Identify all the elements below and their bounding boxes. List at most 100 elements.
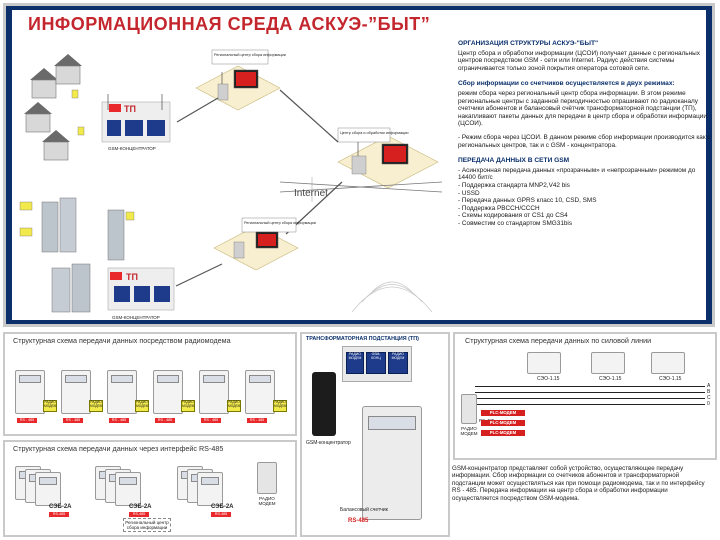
phase-line-b [475, 392, 705, 393]
gsm-item: - USSD [458, 189, 480, 197]
gsm-item: - Поддержка стандарта MNP2,V42 bis [458, 181, 570, 189]
tp-block-top [101, 94, 171, 143]
rs485-meter-label: СЭБ-2А [129, 504, 152, 510]
panel-radio-modem: Структурная схема передачи данных посред… [3, 332, 297, 436]
region-center-bottom [213, 217, 299, 271]
panel-power-title: Структурная схема передачи данных по сил… [465, 336, 652, 345]
top-left-bar [6, 6, 12, 324]
gsm-item: - Поддержка PBCCH/CCCH [458, 204, 540, 212]
footer-description: GSM-концентратор представляет собой устр… [452, 465, 705, 502]
houses-group-top [24, 54, 85, 161]
radio-waves [351, 281, 433, 313]
rs485-tag: RS-485 [129, 512, 149, 517]
bottom-bar [6, 320, 712, 324]
radio-rs-tag: RS - 485 [109, 418, 129, 423]
gsm-item: - Передача данных GPRS класс 10, CSD, SM… [458, 197, 597, 205]
ssd-label-2: СЭО-1.15 [599, 376, 622, 382]
radio-rs-tag: RS - 485 [17, 418, 37, 423]
region-label-bottom: Региональный центр сбора информации [244, 221, 316, 225]
rs485-meter [35, 472, 61, 506]
rs485-radio-label: РАДИО МОДЕМ [258, 496, 276, 506]
collect-body-2: - Режим сбора через ЦСОИ. В данном режим… [458, 133, 711, 149]
radio-meter [107, 370, 137, 414]
radio-meter [153, 370, 183, 414]
tp-rs485-label: RS-485 [348, 518, 369, 524]
power-meter-2 [591, 352, 625, 374]
power-radio-label: РАДИО МОДЕМ [460, 426, 478, 436]
phase-line-a [475, 386, 705, 387]
power-meter-1 [527, 352, 561, 374]
ssd-label-3: СЭО-1.15 [659, 376, 682, 382]
gsm-device [312, 372, 336, 436]
org-title: ОРГАНИЗАЦИЯ СТРУКТУРЫ АСКУЭ-"БЫТ" [458, 40, 599, 47]
panel-rs485: Структурная схема передачи данных через … [3, 440, 297, 537]
region-center-top [195, 49, 281, 111]
radio-modem-box: РАДИО МОДЕМ [273, 400, 287, 412]
gsm-device-label: GSM-концентратор [306, 440, 351, 446]
radio-modem-box: РАДИО МОДЕМ [43, 400, 57, 412]
balance-meter-screen [368, 416, 416, 430]
network-diagram: ТП GSM-КОНЦЕНТРАТОР Региональный центр с… [19, 49, 443, 320]
rs485-center-note: Региональный центр сбора информации [123, 518, 171, 532]
radio-rs-tag: RS - 485 [201, 418, 221, 423]
phase-line-c [475, 398, 705, 399]
link-arrow-1 [176, 97, 219, 123]
phase-line-0 [475, 404, 705, 405]
link-arrow-2 [279, 89, 339, 143]
tp-label-top: ТП [124, 104, 136, 114]
gsm-item: - Асинхронная передача данных «прозрачны… [458, 166, 696, 182]
link-arrow-4 [175, 263, 223, 287]
power-radio-unit [461, 394, 477, 424]
radio-meter [199, 370, 229, 414]
rs485-tag: RS-485 [49, 512, 69, 517]
internet-label: Internet [294, 188, 328, 199]
tp-block-3: РАДИО МОДЕМ [388, 352, 408, 374]
internet-links [279, 177, 443, 202]
plc-modem-3: PLC-МОДЕМ [481, 430, 525, 436]
center-label: Центр сбора и обработки информации [340, 131, 409, 135]
rs485-meter-label: СЭБ-2А [211, 504, 234, 510]
tp-label-bottom: ТП [126, 272, 138, 282]
rs485-radio-unit [257, 462, 277, 494]
balance-label: Балансовый счетчик [340, 507, 388, 513]
info-text-column: ОРГАНИЗАЦИЯ СТРУКТУРЫ АСКУЭ-"БЫТ" Центр … [458, 40, 712, 227]
rs485-tag: RS-485 [211, 512, 231, 517]
rs485-meter [197, 472, 223, 506]
rs485-meter [115, 472, 141, 506]
phase-a: A [707, 383, 711, 389]
radio-modem-box: РАДИО МОДЕМ [181, 400, 195, 412]
radio-rs-tag: RS - 485 [247, 418, 267, 423]
org-body: Центр сбора и обработки информации (ЦСОИ… [458, 49, 700, 72]
ssd-label-1: СЭО-1.15 [537, 376, 560, 382]
page-title: ИНФОРМАЦИОННАЯ СРЕДА АСКУЭ-”БЫТ” [28, 14, 431, 34]
radio-meter [61, 370, 91, 414]
gsm-title: ПЕРЕДАЧА ДАННЫХ В СЕТИ GSM [458, 157, 570, 165]
phase-b: B [707, 389, 711, 395]
tp-block-1: РАДИО МОДЕМ [346, 352, 364, 374]
right-bar [706, 6, 712, 324]
rs485-meter-label: СЭБ-2А [49, 504, 72, 510]
radio-modem-box: РАДИО МОДЕМ [135, 400, 149, 412]
top-bar [6, 6, 712, 10]
gsm-conc-label-bottom: GSM-КОНЦЕНТРАТОР [112, 315, 160, 320]
radio-modem-box: РАДИО МОДЕМ [227, 400, 241, 412]
radio-rs-tag: RS - 485 [63, 418, 83, 423]
processing-center [337, 127, 439, 189]
radio-modem-box: РАДИО МОДЕМ [89, 400, 103, 412]
radio-meter [15, 370, 45, 414]
panel-radio-title: Структурная схема передачи данных посред… [13, 336, 231, 345]
phase-0: 0 [707, 401, 710, 407]
plc-modem-2: PLC-МОДЕМ [481, 420, 525, 426]
tp-block-2: GSM-КОНЦ [366, 352, 386, 374]
radio-meter [245, 370, 275, 414]
panel-power-line: Структурная схема передачи данных по сил… [453, 332, 717, 460]
panel-tp-title: ТРАНСФОРМАТОРНАЯ ПОДСТАНЦИЯ (ТП) [306, 336, 419, 342]
phase-c: C [707, 395, 711, 401]
tp-block-bottom [107, 267, 175, 311]
radio-rs-tag: RS - 485 [155, 418, 175, 423]
main-poster: ИНФОРМАЦИОННАЯ СРЕДА АСКУЭ-”БЫТ” ТП [3, 3, 715, 327]
gsm-item: - Совместим со стандартом SMG31bis [458, 219, 573, 227]
collect-title: Сбор информации со счетчиков осуществляе… [458, 80, 675, 88]
collect-body: режим сбора через региональный центр сбо… [458, 89, 707, 128]
region-label-top: Региональный центр сбора информации [214, 53, 286, 57]
